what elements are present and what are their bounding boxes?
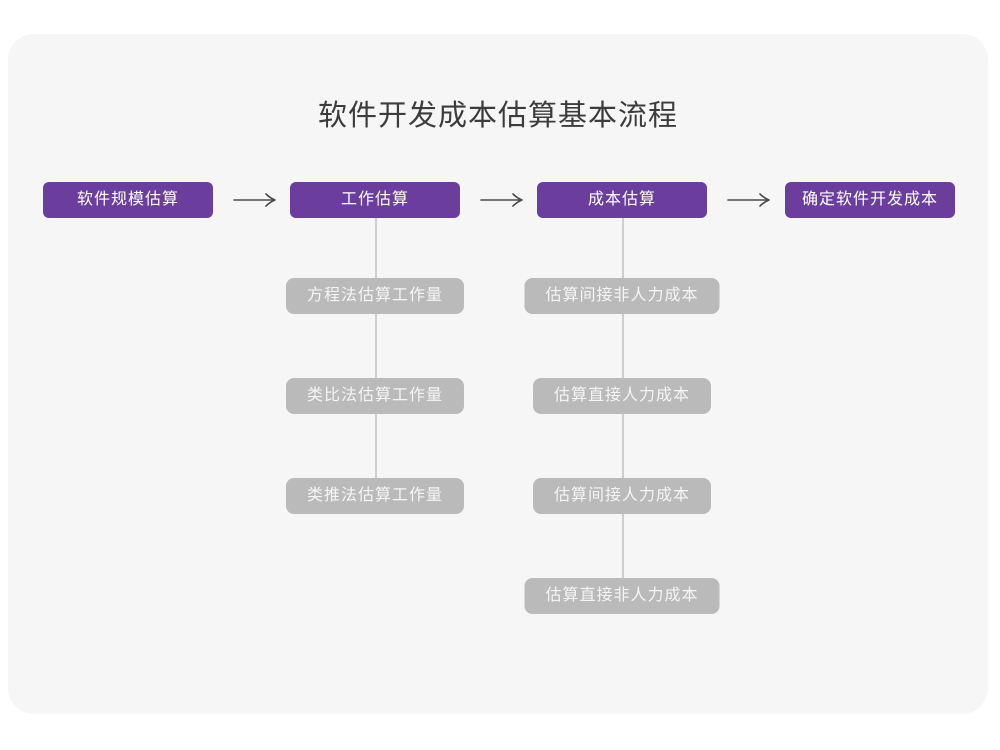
arrow-right-icon <box>480 193 523 207</box>
flowchart-card: 软件开发成本估算基本流程 软件规模估算 工作估算 成本估算 确定软件开发成本 方… <box>8 34 988 714</box>
node-indirect-nonlabor-cost: 估算间接非人力成本 <box>524 278 720 314</box>
node-extrapolation-method-effort: 类推法估算工作量 <box>285 478 465 514</box>
arrow-right-icon <box>727 193 770 207</box>
node-direct-nonlabor-cost: 估算直接非人力成本 <box>524 578 720 614</box>
page-title: 软件开发成本估算基本流程 <box>317 100 678 132</box>
node-equation-method-effort: 方程法估算工作量 <box>285 278 465 314</box>
connector-line-work-estimation <box>375 218 377 496</box>
step-determine-dev-cost: 确定软件开发成本 <box>785 182 955 218</box>
step-work-estimation: 工作估算 <box>290 182 460 218</box>
arrow-right-icon <box>233 193 276 207</box>
node-analogy-method-effort: 类比法估算工作量 <box>285 378 465 414</box>
node-indirect-labor-cost: 估算间接人力成本 <box>532 478 712 514</box>
step-software-size-estimation: 软件规模估算 <box>43 182 213 218</box>
step-cost-estimation: 成本估算 <box>537 182 707 218</box>
node-direct-labor-cost: 估算直接人力成本 <box>532 378 712 414</box>
